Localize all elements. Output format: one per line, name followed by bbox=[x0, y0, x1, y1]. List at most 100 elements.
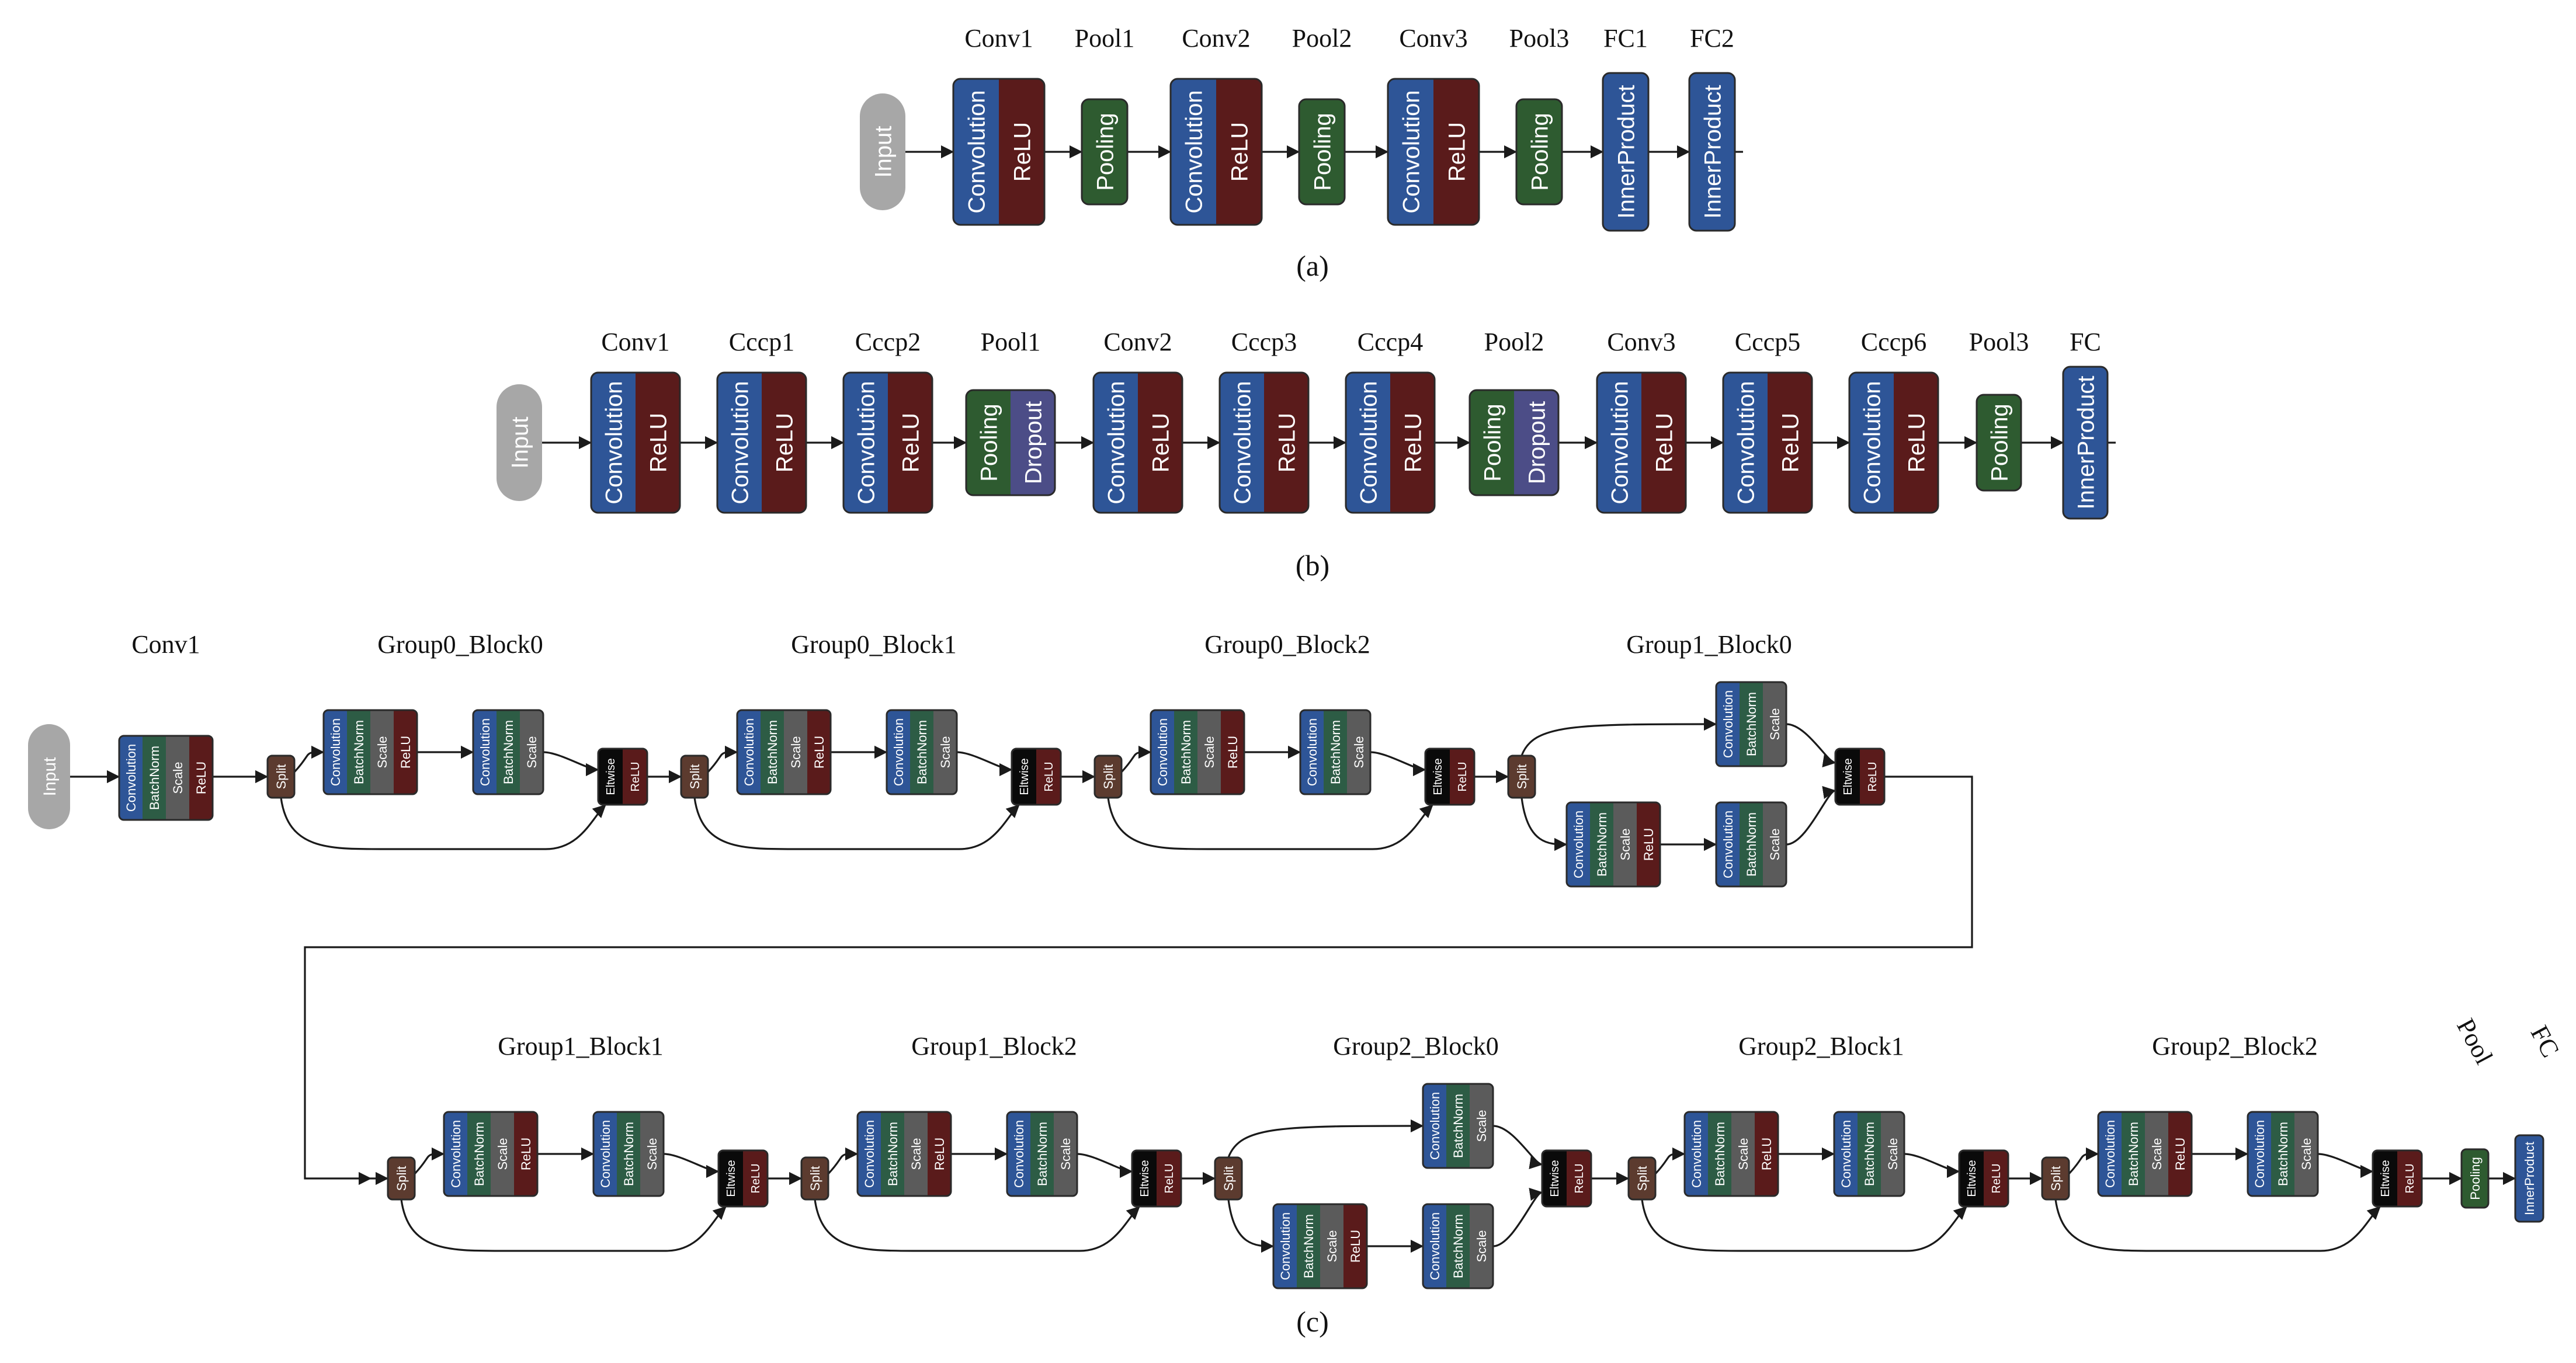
panel-c-g1-b2-conv-a-relu-segment bbox=[928, 1112, 951, 1196]
panel-c-g2-b0-conv-proj-scale-segment bbox=[1470, 1084, 1493, 1168]
panel-b-block-8-pooling-label: Pooling bbox=[1480, 404, 1505, 481]
panel-b-block-5-relu-label: ReLU bbox=[1148, 413, 1174, 472]
panel-c-fc-innerproduct-segment bbox=[2515, 1135, 2543, 1222]
panel-c-g0-b0-eltwise-relu-segment bbox=[623, 749, 647, 805]
panel-c-g2-b0-split-split-label: Split bbox=[1221, 1166, 1236, 1191]
panel-c-g1-b1-eltwise-relu-segment bbox=[743, 1150, 768, 1206]
panel-c-g0-b1-conv-a-scale-label: Scale bbox=[789, 736, 803, 768]
panel-c-g1-b0-conv-a-batchnorm-segment bbox=[1590, 802, 1613, 886]
panel-a-block-3-convolution-label: Convolution bbox=[1181, 90, 1207, 213]
panel-c-g0-b0-split: Split bbox=[266, 754, 296, 799]
panel-b-block-3-convolution-label: Convolution bbox=[853, 381, 879, 504]
panel-c-g0-b2-edge-split-a bbox=[1120, 745, 1152, 773]
panel-a-block-2-pooling-segment bbox=[1082, 99, 1127, 204]
panel-b-block-4-dropout-segment bbox=[1011, 390, 1055, 495]
panel-c-g1-b0-split: Split bbox=[1507, 754, 1536, 799]
panel-c-g1-b2-edge-b-elt bbox=[1077, 1153, 1133, 1178]
panel-c-g2-b1-conv-b-convolution-segment bbox=[1834, 1112, 1858, 1196]
panel-c-conv1-convolution-label: Convolution bbox=[124, 744, 138, 812]
panel-c-g0-b0-conv-b-convolution-segment bbox=[473, 710, 497, 794]
panel-c-g0-b1-edge-b-elt bbox=[956, 751, 1013, 777]
panel-a-block-4-pooling-segment bbox=[1299, 99, 1345, 204]
panel-c-g1-b2-eltwise-eltwise-label: Eltwise bbox=[1138, 1160, 1151, 1197]
panel-c-g0-b2-conv-a-batchnorm-segment bbox=[1174, 710, 1197, 794]
panel-c-stage-g2-b1: Group2_Block1 bbox=[1738, 1032, 1904, 1061]
panel-c-g2-b2-split-split-label: Split bbox=[2049, 1166, 2063, 1191]
panel-c-g2-b1-conv-b-scale-segment bbox=[1881, 1112, 1904, 1196]
panel-c-g1-b2-split-split-label: Split bbox=[808, 1166, 822, 1191]
panel-c-caption: (c) bbox=[1296, 1305, 1329, 1338]
panel-c-g0-b1-conv-a-batchnorm-segment bbox=[761, 710, 784, 794]
panel-c-g0-b0-conv-a-relu-segment bbox=[394, 710, 417, 794]
panel-b-block-6-relu-segment bbox=[1264, 373, 1308, 513]
panel-b-block-5-convolution-segment bbox=[1093, 373, 1138, 513]
panel-c-g2-b0-conv-proj-convolution-label: Convolution bbox=[1428, 1092, 1442, 1160]
panel-a-block-4: Pooling bbox=[1298, 98, 1346, 206]
panel-c-g0-b1-eltwise-eltwise-label: Eltwise bbox=[1018, 758, 1031, 795]
panel-c-g0-b1-conv-b-batchnorm-label: BatchNorm bbox=[915, 720, 929, 784]
panel-c-g2-b0-conv-a-relu-segment bbox=[1343, 1204, 1367, 1288]
panel-c-g1-b0-conv-b-scale-segment bbox=[1763, 802, 1786, 886]
panel-c-g2-b0-conv-a-batchnorm-label: BatchNorm bbox=[1301, 1214, 1316, 1278]
panel-c-g2-b1-eltwise-eltwise-label: Eltwise bbox=[1966, 1160, 1978, 1197]
panel-b-block-3-convolution-segment bbox=[843, 373, 888, 513]
panel-c-g2-b1-conv-a-scale-segment bbox=[1731, 1112, 1755, 1196]
panel-c-g2-b2-edge-split-a bbox=[2068, 1147, 2099, 1175]
panel-c-g0-b2-eltwise-relu-segment bbox=[1450, 749, 1474, 805]
panel-c-g1-b0-edge-split-a bbox=[1520, 797, 1568, 851]
panel-c-g2-b2-eltwise-relu-label: ReLU bbox=[2404, 1163, 2417, 1193]
panel-b-block-10-convolution-segment bbox=[1723, 373, 1768, 513]
panel-a-block-3-convolution-segment bbox=[1171, 79, 1216, 225]
panel-c-g1-b0-conv-a-scale-label: Scale bbox=[1618, 828, 1633, 860]
panel-c-g2-b2-conv-a-scale-label: Scale bbox=[2150, 1138, 2164, 1170]
panel-c-g1-b2-conv-a-batchnorm-label: BatchNorm bbox=[886, 1122, 900, 1186]
panel-c-g0-b2-conv-b-batchnorm-label: BatchNorm bbox=[1328, 720, 1343, 784]
panel-c-g2-b2-edge-skip bbox=[2054, 1199, 2381, 1252]
panel-c-g0-b2-eltwise-eltwise-segment bbox=[1425, 749, 1450, 805]
panel-a-block-6: Pooling bbox=[1515, 98, 1563, 206]
panel-c-g0-b1-split-split-label: Split bbox=[688, 764, 702, 790]
panel-c-g2-b1-conv-b-batchnorm-label: BatchNorm bbox=[1862, 1122, 1877, 1186]
panel-c-g0-b2-conv-a-relu-segment bbox=[1221, 710, 1244, 794]
panel-c-g1-b0-edge-proj-elt bbox=[1786, 723, 1836, 767]
panel-c-g0-b0-conv-b-scale-segment bbox=[520, 710, 543, 794]
panel-c-g0-b1-eltwise-relu-segment bbox=[1036, 749, 1061, 805]
panel-c-g2-b0-eltwise-relu-segment bbox=[1567, 1150, 1591, 1206]
panel-c-stage-g1-b0: Group1_Block0 bbox=[1626, 630, 1792, 659]
panel-c-g1-b0-conv-proj-scale-segment bbox=[1763, 682, 1786, 766]
panel-c-g2-b0-split: Split bbox=[1214, 1156, 1243, 1201]
panel-c-g2-b2-eltwise-relu-segment bbox=[2397, 1150, 2422, 1206]
panel-a-block-1-convolution-label: Convolution bbox=[964, 90, 990, 213]
panel-c-input-label: Input bbox=[40, 757, 60, 796]
panel-c-g2-b0-split-split-segment bbox=[1215, 1157, 1242, 1199]
panel-a-block-5-convolution-label: Convolution bbox=[1398, 90, 1424, 213]
panel-a-block-5-convolution-segment bbox=[1388, 79, 1433, 225]
panel-c-g2-b0-conv-proj-convolution-segment bbox=[1423, 1084, 1446, 1168]
panel-a-block-1-convolution-segment bbox=[953, 79, 999, 225]
panel-c-g1-b0-conv-a-convolution-label: Convolution bbox=[1571, 811, 1586, 878]
panel-c-g0-b1-conv-b-batchnorm-segment bbox=[910, 710, 933, 794]
panel-c-g2-b0-conv-a-batchnorm-segment bbox=[1297, 1204, 1320, 1288]
panel-c-g2-b1-conv-a-scale-label: Scale bbox=[1736, 1138, 1751, 1170]
panel-b-block-9-relu-segment bbox=[1641, 373, 1686, 513]
panel-c-g1-b0-conv-proj-convolution-label: Convolution bbox=[1721, 690, 1735, 758]
panel-c-g0-b2-conv-a-convolution-segment bbox=[1151, 710, 1174, 794]
panel-c-g1-b0-eltwise-relu-segment bbox=[1860, 749, 1884, 805]
panel-c-g1-b0-conv-b-scale-label: Scale bbox=[1768, 828, 1782, 860]
panel-a-block-8-innerproduct-segment bbox=[1689, 73, 1735, 231]
panel-c-g1-b0-conv-a-scale-segment bbox=[1613, 802, 1637, 886]
panel-c-g0-b0-conv-a-batchnorm-label: BatchNorm bbox=[352, 720, 366, 784]
